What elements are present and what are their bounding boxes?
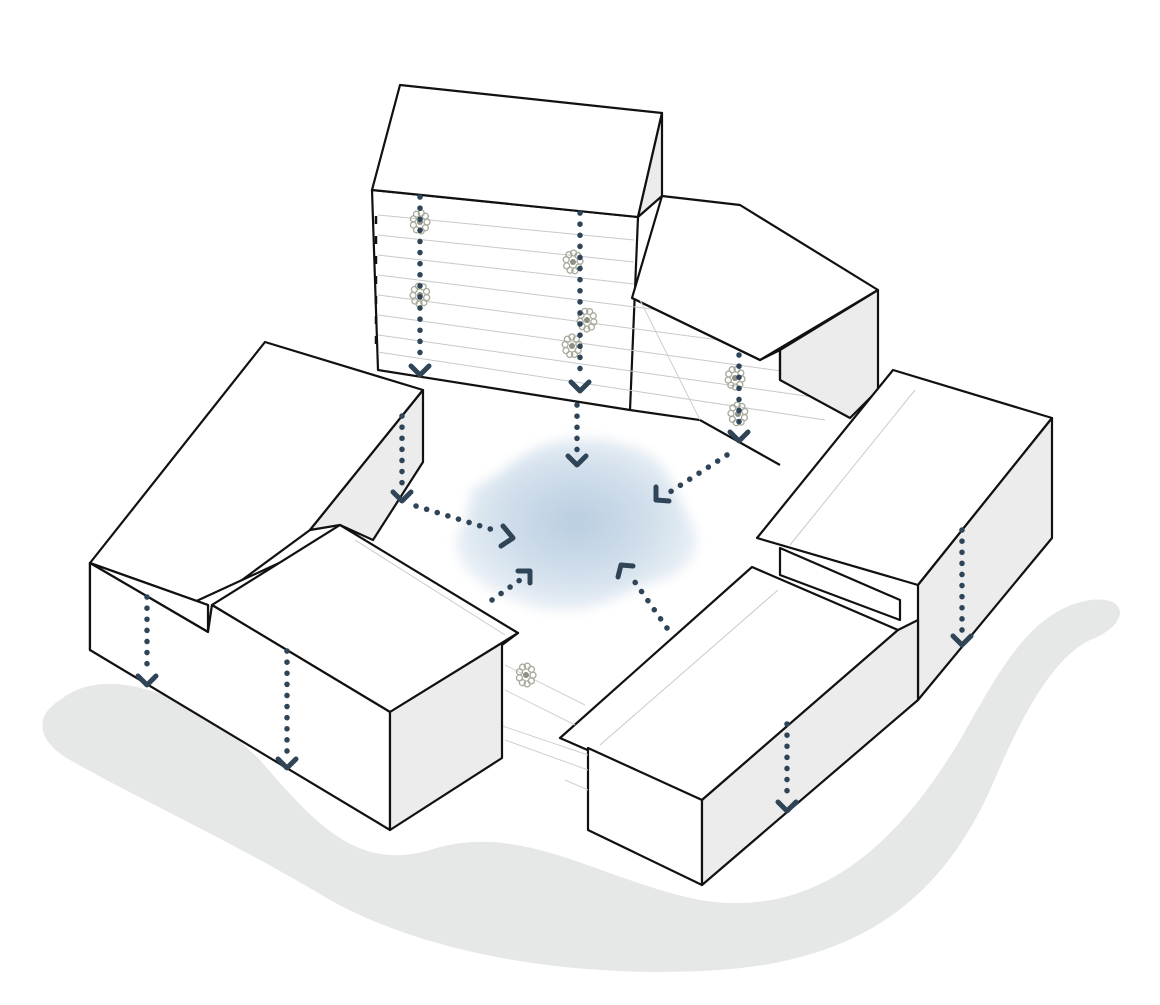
southwest-to-pond bbox=[489, 568, 533, 603]
plant-cluster bbox=[515, 662, 537, 688]
tower-to-pond bbox=[565, 402, 589, 468]
plant-cluster bbox=[724, 365, 746, 391]
ground-shadow bbox=[42, 599, 1120, 972]
terrace-to-pond bbox=[653, 452, 730, 504]
courtyard-pond bbox=[456, 438, 697, 611]
southwest-steps bbox=[504, 664, 586, 726]
west-block-downpipe bbox=[135, 594, 159, 688]
west-wall-downpipe bbox=[390, 413, 414, 504]
northeast-terraced-block bbox=[629, 194, 880, 466]
southwest-block bbox=[88, 523, 586, 832]
tower-left-downpipe bbox=[408, 194, 432, 378]
tower-right-downpipe bbox=[568, 210, 592, 394]
southeast-to-pond bbox=[615, 562, 670, 631]
southeast-wall-downpipe bbox=[775, 721, 799, 814]
terrace-downpipe bbox=[727, 352, 751, 444]
east-wall-downpipe bbox=[950, 527, 974, 648]
flow-arrows bbox=[135, 194, 974, 814]
southeast-block bbox=[464, 565, 920, 887]
southwest-wall-downpipe bbox=[275, 648, 299, 771]
west-to-pond bbox=[413, 503, 516, 549]
